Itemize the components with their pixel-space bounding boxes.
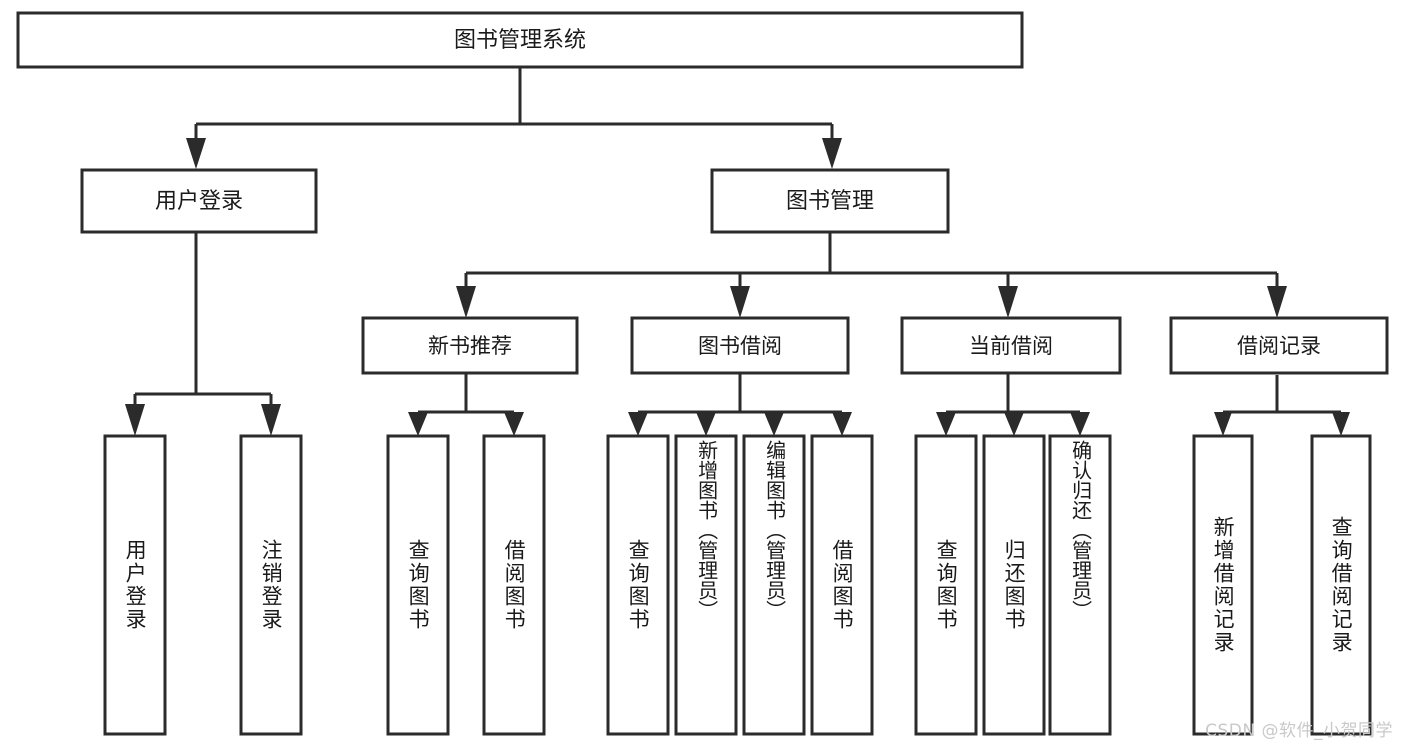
connector-group-user-login: [125, 232, 281, 436]
arrow-head-leaf-borrow-record-1: [1332, 412, 1350, 436]
connector-group-new-book: [408, 372, 524, 436]
connector-group-root: [186, 67, 842, 169]
leaf-box-book-borrow-0[interactable]: [606, 434, 670, 736]
connector-group-borrow-record: [1214, 375, 1350, 436]
node-current-borrow[interactable]: [900, 316, 1122, 375]
arrow-head-book-borrow: [730, 286, 750, 318]
node-book-manage[interactable]: [710, 168, 950, 234]
connector-group-book-borrow: [628, 372, 852, 436]
arrow-head-borrow-record: [1267, 286, 1287, 318]
arrow-head-user-login: [186, 138, 206, 169]
connector-group-current-borrow: [936, 372, 1090, 436]
leaf-box-new-book-0[interactable]: [386, 434, 450, 736]
arrow-head-leaf-book-borrow-2: [764, 412, 784, 436]
arrow-head-leaf-user-login-1: [261, 404, 281, 436]
node-new-book-recommend-label: 新书推荐: [428, 334, 512, 358]
arrow-head-current-borrow: [998, 286, 1018, 318]
leaf-box-current-borrow-2[interactable]: [1048, 434, 1112, 736]
node-borrow-record-label: 借阅记录: [1237, 334, 1321, 358]
leaf-box-book-borrow-1[interactable]: [674, 434, 738, 736]
node-book-manage-label: 图书管理: [786, 189, 874, 214]
arrow-head-book-manage: [822, 138, 842, 169]
arrow-head-leaf-current-borrow-2: [1070, 412, 1090, 436]
node-user-login[interactable]: [80, 168, 318, 234]
arrow-head-leaf-book-borrow-1: [696, 412, 716, 436]
leaf-box-current-borrow-1[interactable]: [982, 434, 1046, 736]
node-root[interactable]: [16, 11, 1024, 69]
node-new-book-recommend[interactable]: [361, 316, 579, 375]
node-user-login-label: 用户登录: [155, 189, 243, 214]
leaf-box-user-login-1[interactable]: [239, 434, 303, 736]
arrow-head-leaf-book-borrow-0: [628, 412, 648, 436]
arrow-head-leaf-current-borrow-1: [1004, 412, 1024, 436]
leaf-box-book-borrow-3[interactable]: [810, 434, 874, 736]
csdn-watermark: CSDN @软件_小贺同学: [1205, 721, 1393, 741]
arrow-head-leaf-borrow-record-0: [1214, 412, 1232, 436]
leaf-box-borrow-record-0[interactable]: [1192, 434, 1254, 736]
node-borrow-record[interactable]: [1169, 316, 1389, 375]
node-current-borrow-label: 当前借阅: [969, 334, 1053, 358]
arrow-head-new-book: [456, 286, 476, 318]
arrow-head-leaf-current-borrow-0: [936, 412, 956, 436]
leaf-box-borrow-record-1[interactable]: [1310, 434, 1372, 736]
leaf-box-user-login-0[interactable]: [103, 434, 167, 736]
arrow-head-leaf-new-book-0: [408, 412, 428, 436]
node-book-borrow[interactable]: [630, 316, 850, 375]
leaf-box-current-borrow-0[interactable]: [914, 434, 978, 736]
arrow-head-leaf-user-login-0: [125, 404, 145, 436]
node-book-borrow-label: 图书借阅: [698, 334, 782, 358]
leaf-box-new-book-1[interactable]: [482, 434, 546, 736]
arrow-head-leaf-book-borrow-3: [832, 412, 852, 436]
node-root-label: 图书管理系统: [454, 28, 586, 53]
arrow-head-leaf-new-book-1: [504, 412, 524, 436]
connector-group-book-manage: [456, 232, 1287, 318]
leaf-box-book-borrow-2[interactable]: [742, 434, 806, 736]
